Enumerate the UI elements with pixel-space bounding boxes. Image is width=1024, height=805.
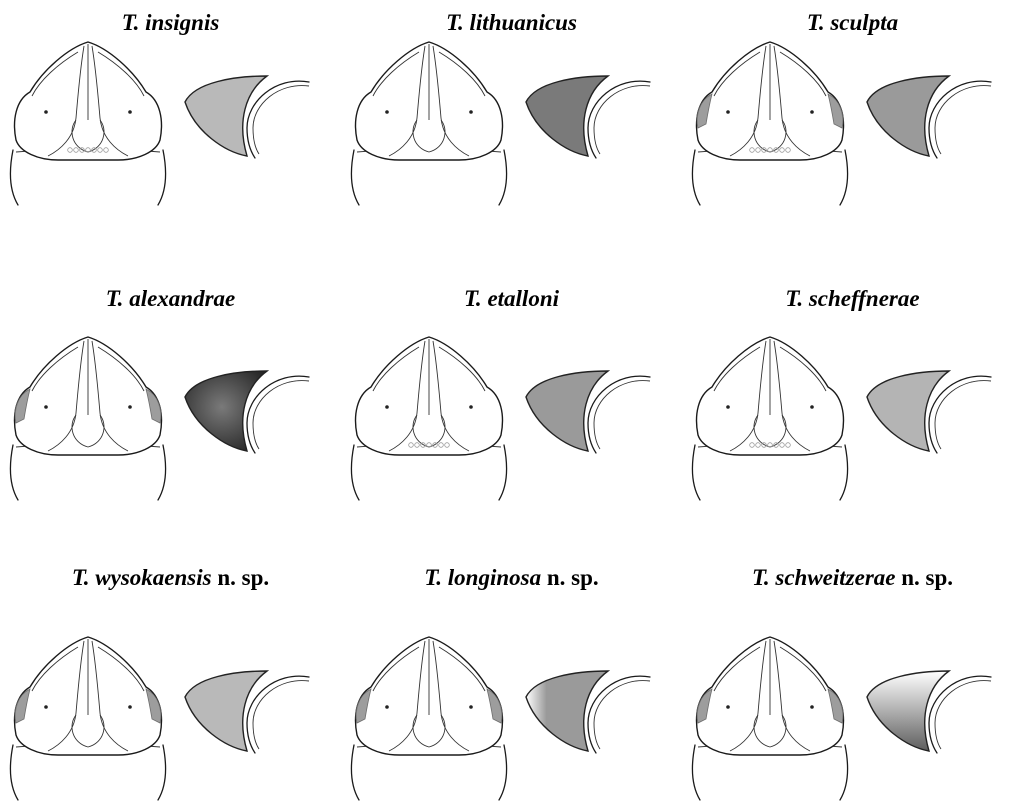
chela-shading-diagram	[867, 671, 991, 753]
panel-alexandrae: T. alexandrae	[0, 280, 341, 530]
carapace-dorsal-view	[351, 337, 506, 500]
chela-shading-diagram	[867, 76, 991, 158]
carapace-dorsal-view	[692, 337, 847, 500]
panel-etalloni: T. etalloni	[341, 280, 682, 530]
carapace-dorsal-view	[10, 42, 165, 205]
panel-lithuanicus: T. lithuanicus	[341, 0, 682, 250]
chela-shading-diagram	[526, 371, 650, 453]
carapace-illustration	[341, 555, 682, 805]
chela-shading-diagram	[185, 371, 309, 453]
chela-shading-diagram	[867, 371, 991, 453]
carapace-dorsal-view	[692, 42, 847, 205]
carapace-illustration	[682, 0, 1023, 250]
panel-sculpta: T. sculpta	[682, 0, 1023, 250]
carapace-dorsal-view	[10, 337, 165, 500]
carapace-illustration	[0, 555, 341, 805]
carapace-illustration	[341, 280, 682, 530]
species-comparison-plate: T. insignisT. lithuanicusT. sculpta T. al…	[0, 0, 1024, 749]
carapace-illustration	[682, 555, 1023, 805]
panel-scheffnerae: T. scheffnerae	[682, 280, 1023, 530]
panel-longinosa: T. longinosa n. sp.	[341, 555, 682, 805]
carapace-dorsal-view	[351, 637, 506, 800]
panel-wysokaensis: T. wysokaensis n. sp.	[0, 555, 341, 805]
carapace-dorsal-view	[692, 637, 847, 800]
panel-schweitzerae: T. schweitzerae n. sp.	[682, 555, 1023, 805]
chela-shading-diagram	[526, 76, 650, 158]
carapace-illustration	[682, 280, 1023, 530]
carapace-dorsal-view	[351, 42, 506, 205]
panel-insignis: T. insignis	[0, 0, 341, 250]
carapace-illustration	[0, 280, 341, 530]
carapace-illustration	[341, 0, 682, 250]
carapace-dorsal-view	[10, 637, 165, 800]
chela-shading-diagram	[526, 671, 650, 753]
chela-shading-diagram	[185, 671, 309, 753]
carapace-illustration	[0, 0, 341, 250]
chela-shading-diagram	[185, 76, 309, 158]
